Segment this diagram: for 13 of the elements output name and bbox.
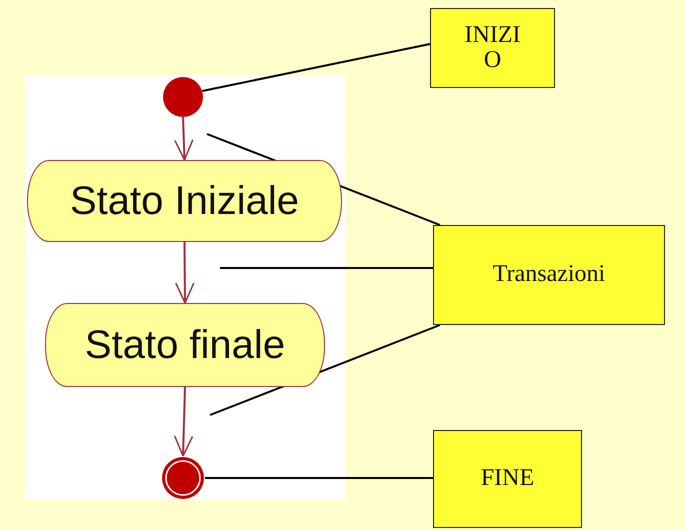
state-box: Stato Iniziale: [27, 160, 342, 242]
final-state-symbol: [161, 456, 205, 500]
transition-arrow: [174, 116, 194, 161]
transition-arrow: [175, 242, 195, 304]
callout-box: FINE: [433, 430, 582, 528]
transition-arrow: [174, 386, 194, 457]
leader-line: [205, 477, 433, 480]
leader-line: [202, 43, 430, 92]
state-box: Stato finale: [45, 303, 325, 387]
initial-state-dot: [163, 77, 203, 117]
callout-box: INIZI O: [430, 8, 555, 88]
leader-line: [220, 267, 433, 269]
callout-box: Transazioni: [433, 225, 665, 325]
